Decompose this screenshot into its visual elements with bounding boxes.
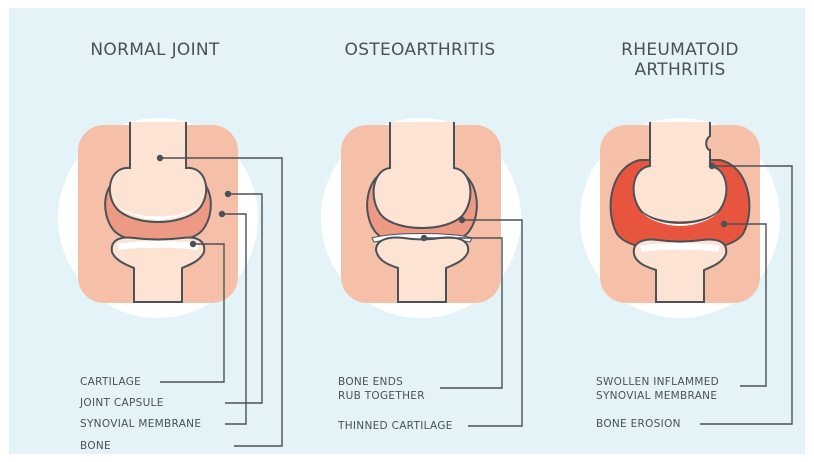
- label-bone: BONE: [80, 439, 111, 453]
- osteoarthritis-title: OSTEOARTHRITIS: [330, 40, 510, 60]
- label-bone-erosion: BONE EROSION: [596, 417, 681, 431]
- label-swollen-inflammed-synovial-membrane: SWOLLEN INFLAMMED SYNOVIAL MEMBRANE: [596, 375, 719, 403]
- label-synovial-membrane: SYNOVIAL MEMBRANE: [80, 417, 201, 431]
- label-joint-capsule: JOINT CAPSULE: [80, 396, 164, 410]
- rheumatoid-arthritis-title: RHEUMATOID ARTHRITIS: [595, 40, 765, 80]
- label-thinned-cartilage: THINNED CARTILAGE: [338, 419, 453, 433]
- rheum-joint-illustration: [580, 118, 780, 318]
- osteo-joint-illustration: [321, 118, 521, 318]
- normal-joint-illustration: [58, 118, 258, 318]
- normal-joint-title: NORMAL JOINT: [70, 40, 240, 60]
- label-bone-ends-rub-together: BONE ENDS RUB TOGETHER: [338, 375, 425, 403]
- label-cartilage: CARTILAGE: [80, 375, 141, 389]
